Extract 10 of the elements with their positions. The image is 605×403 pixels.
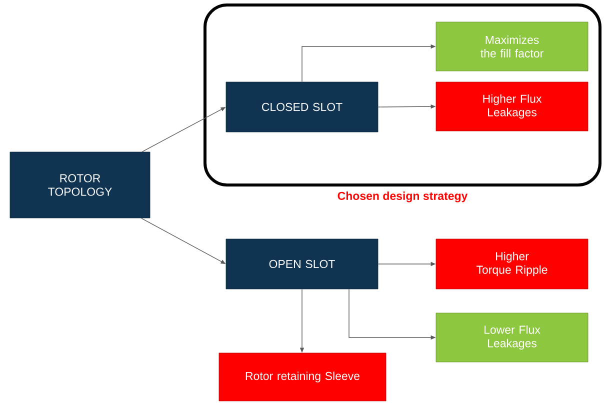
group-frame [204, 4, 602, 186]
effect-box: Maximizes the fill factor [436, 22, 588, 72]
slot-box: OPEN SLOT [226, 238, 378, 290]
slot-box: CLOSED SLOT [226, 82, 378, 132]
effect-box: Rotor retaining Sleeve [218, 352, 386, 402]
topology-box: ROTOR TOPOLOGY [10, 152, 150, 218]
effect-box: Higher Flux Leakages [436, 82, 588, 132]
effect-box: Higher Torque Ripple [436, 238, 588, 290]
effect-box: Lower Flux Leakages [436, 312, 588, 362]
node-label: Chosen design strategy [338, 192, 468, 202]
